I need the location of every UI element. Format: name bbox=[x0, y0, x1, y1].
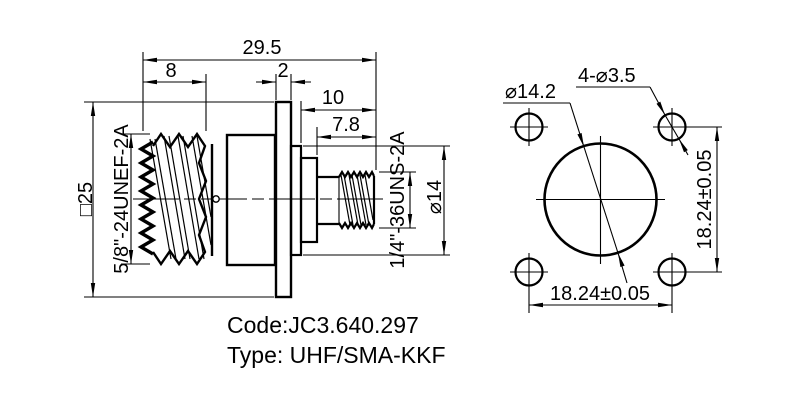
dim-sma-thread-spec: 1/4"-36UNS-2A bbox=[387, 131, 409, 269]
mounting-hole-top-left bbox=[514, 112, 544, 142]
dim-boss-diameter: ⌀14 bbox=[424, 180, 446, 214]
arrowheads bbox=[90, 57, 447, 297]
mounting-hole-bottom-right bbox=[657, 257, 687, 287]
dim-flange-square: □25 bbox=[75, 182, 97, 216]
caption: Code:JC3.640.297 Type: UHF/SMA-KKF bbox=[227, 312, 446, 368]
center-dot bbox=[212, 195, 220, 203]
connector-body bbox=[225, 133, 277, 267]
hole-spacing-vertical-dim: 18.24±0.05 bbox=[694, 127, 720, 272]
uhf-thread-outline bbox=[152, 131, 208, 267]
dim-overall-length: 29.5 bbox=[243, 37, 282, 59]
boss-disc bbox=[289, 144, 303, 257]
dim-uhf-thread-spec: 5/8"-24UNEF-2A bbox=[111, 124, 133, 274]
caption-type: Type: UHF/SMA-KKF bbox=[227, 342, 446, 368]
sma-thread-section bbox=[338, 169, 376, 231]
dim-flange-thickness: 2 bbox=[277, 60, 288, 82]
dim-hole-spacing-vertical: 18.24±0.05 bbox=[694, 150, 716, 250]
dim-mounting-holes: 4-⌀3.5 bbox=[578, 65, 636, 87]
dim-hole-spacing-horizontal: 18.24±0.05 bbox=[550, 283, 650, 305]
mounting-holes bbox=[514, 112, 687, 287]
hole-spacing-horizontal-dim: 18.24±0.05 bbox=[529, 283, 672, 308]
front-view: ⌀14.2 4-⌀3.5 18.24±0.05 18.2 bbox=[503, 65, 722, 313]
sma-thread-hatch bbox=[340, 174, 374, 226]
mounting-holes-leader: 4-⌀3.5 bbox=[576, 65, 689, 156]
caption-code: Code:JC3.640.297 bbox=[227, 312, 419, 338]
side-view: 29.5 8 2 10 7.8 □25 5/8"-24UNEF-2A 1/4"-… bbox=[75, 37, 450, 299]
extension-lines bbox=[84, 52, 450, 298]
sma-barrel bbox=[317, 175, 339, 226]
body-circle bbox=[543, 142, 658, 257]
dim-sma-section-length: 7.8 bbox=[332, 114, 360, 136]
dim-body-diameter: ⌀14.2 bbox=[505, 81, 556, 103]
uhf-serration bbox=[137, 140, 157, 256]
body-diameter-leader: ⌀14.2 bbox=[503, 81, 628, 284]
collar bbox=[299, 156, 319, 244]
side-view-dimensions: 29.5 8 2 10 7.8 □25 5/8"-24UNEF-2A 1/4"-… bbox=[75, 37, 450, 298]
dim-uhf-thread-length: 8 bbox=[165, 60, 176, 82]
mounting-hole-bottom-left bbox=[514, 257, 544, 287]
dim-front-length: 10 bbox=[322, 87, 344, 109]
mounting-hole-top-right bbox=[657, 112, 687, 142]
